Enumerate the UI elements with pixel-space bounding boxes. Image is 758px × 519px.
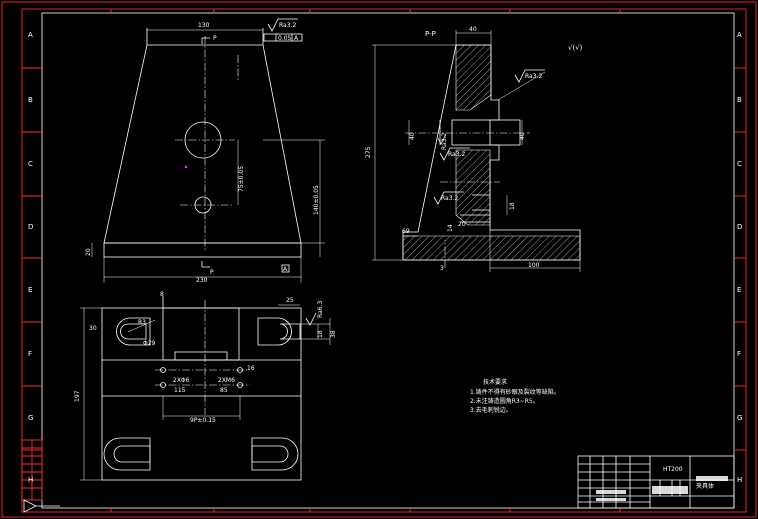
hole-sub-left: 115 (174, 387, 186, 394)
dim-plan-height: 197 (74, 390, 81, 402)
zone-letters-right: A B C D E F G H (737, 31, 742, 484)
roughness-4: Ra3.2 (441, 133, 448, 150)
dim-width-top: 40 (469, 26, 477, 33)
datum-ref: A (294, 35, 299, 42)
hole-dim-right: 16 (247, 365, 255, 372)
left-record-strip (21, 439, 43, 501)
plan-view: 30 R3 Φ29 8 25 18 38 197 2XΦ6 115 2XM6 8… (74, 291, 337, 481)
datum-letter: A (283, 266, 288, 273)
section-title: P-P (425, 30, 436, 38)
title-code: 夹具体 (696, 482, 714, 490)
zone-letter: F (737, 350, 741, 358)
slot-top-right (257, 317, 292, 346)
hole-label-right: 2XM6 (218, 377, 235, 384)
dim-step: 18 (509, 202, 516, 210)
zone-letter: H (28, 476, 33, 484)
zone-letters-left: A B C D E F G H (28, 31, 33, 484)
zone-letter: E (737, 286, 741, 294)
dim-left-slot: 30 (89, 325, 97, 332)
zone-letter: H (737, 476, 742, 484)
dim-bore: 40 (409, 132, 416, 140)
dim-bore-side: 40 (519, 132, 526, 140)
dim-right-1: 18 (317, 330, 324, 338)
dim-top-mark: 8 (160, 291, 164, 298)
dim-bottom-width: 230 (196, 277, 208, 284)
dim-dia: Φ29 (143, 340, 156, 347)
top-zone-ticks (110, 9, 621, 512)
zone-letter: C (737, 160, 742, 168)
dim-small-3: 3 (440, 265, 444, 272)
section-view: P-P 40 275 40 40 18 6 (365, 26, 583, 272)
zone-letter: B (737, 96, 742, 104)
zone-letter: A (28, 31, 33, 39)
dim-base: 20 (85, 248, 92, 256)
projection-symbol (23, 499, 37, 513)
dim-right-2: 38 (330, 330, 337, 338)
title-block: HT200 夹具体 (577, 455, 735, 509)
hole-label-left: 2XΦ6 (173, 377, 190, 384)
slot-top-left (116, 317, 151, 346)
section-mark-bottom: P (210, 269, 214, 276)
small-hole-circle (194, 196, 212, 214)
roughness-3: Ra3.2 (441, 195, 458, 202)
general-roughness: √(√) (568, 44, 583, 52)
zone-letter: B (28, 96, 33, 104)
roughness-2: Ra3.2 (448, 151, 465, 158)
zone-letter: E (28, 286, 32, 294)
dim-radius: R3 (138, 319, 146, 326)
title-material: HT200 (663, 466, 683, 473)
hole-sub-right: 85 (220, 387, 228, 394)
zone-letter: D (737, 223, 742, 231)
roughness-top: Ra3.2 (279, 22, 296, 29)
front-view: 130 P P 75±0.05 140±0.05 20 230 A Ra3.2 (85, 18, 325, 284)
note-item: 2.未注铸造圆角R3~R5。 (470, 397, 539, 405)
zone-letter: A (737, 31, 742, 39)
section-mark-top: P (213, 35, 217, 42)
dim-bottom-right: 100 (528, 262, 540, 269)
note-item: 1.铸件不得有砂眼及裂纹等缺陷。 (470, 388, 560, 396)
tolerance-value: 0.05 (278, 35, 292, 42)
bore-circle (184, 121, 222, 159)
side-zone-dividers (22, 67, 746, 451)
dim-small-2: 14 (447, 224, 454, 232)
dim-height: 140±0.05 (313, 185, 320, 215)
zone-letter: G (28, 414, 33, 422)
dim-right-slot-width: 25 (286, 297, 294, 304)
technical-notes: 技术要求 1.铸件不得有砂眼及裂纹等缺陷。 2.未注铸造圆角R3~R5。 3.去… (470, 378, 560, 414)
dim-bottom-left: 69 (402, 228, 410, 235)
notes-heading: 技术要求 (483, 378, 507, 386)
zone-letter: G (737, 414, 742, 422)
snap-marker (184, 165, 188, 169)
zone-letter: F (28, 350, 32, 358)
zone-letter: C (28, 160, 33, 168)
slot-bottom-left (103, 437, 151, 471)
slot-bottom-right (251, 437, 299, 471)
roughness-1: Ra3.2 (525, 73, 542, 80)
dim-top-width: 130 (198, 22, 210, 29)
dim-section-height: 275 (365, 146, 372, 158)
zone-letter: D (28, 223, 33, 231)
dim-plan-bottom: 9P±0.15 (190, 417, 216, 424)
dim-hole-distance: 75±0.05 (238, 166, 245, 192)
note-item: 3.去毛刺锐边。 (470, 406, 512, 414)
dim-small-1: 20 (458, 221, 466, 228)
roughness-plan: Ra6.3 (317, 301, 324, 318)
